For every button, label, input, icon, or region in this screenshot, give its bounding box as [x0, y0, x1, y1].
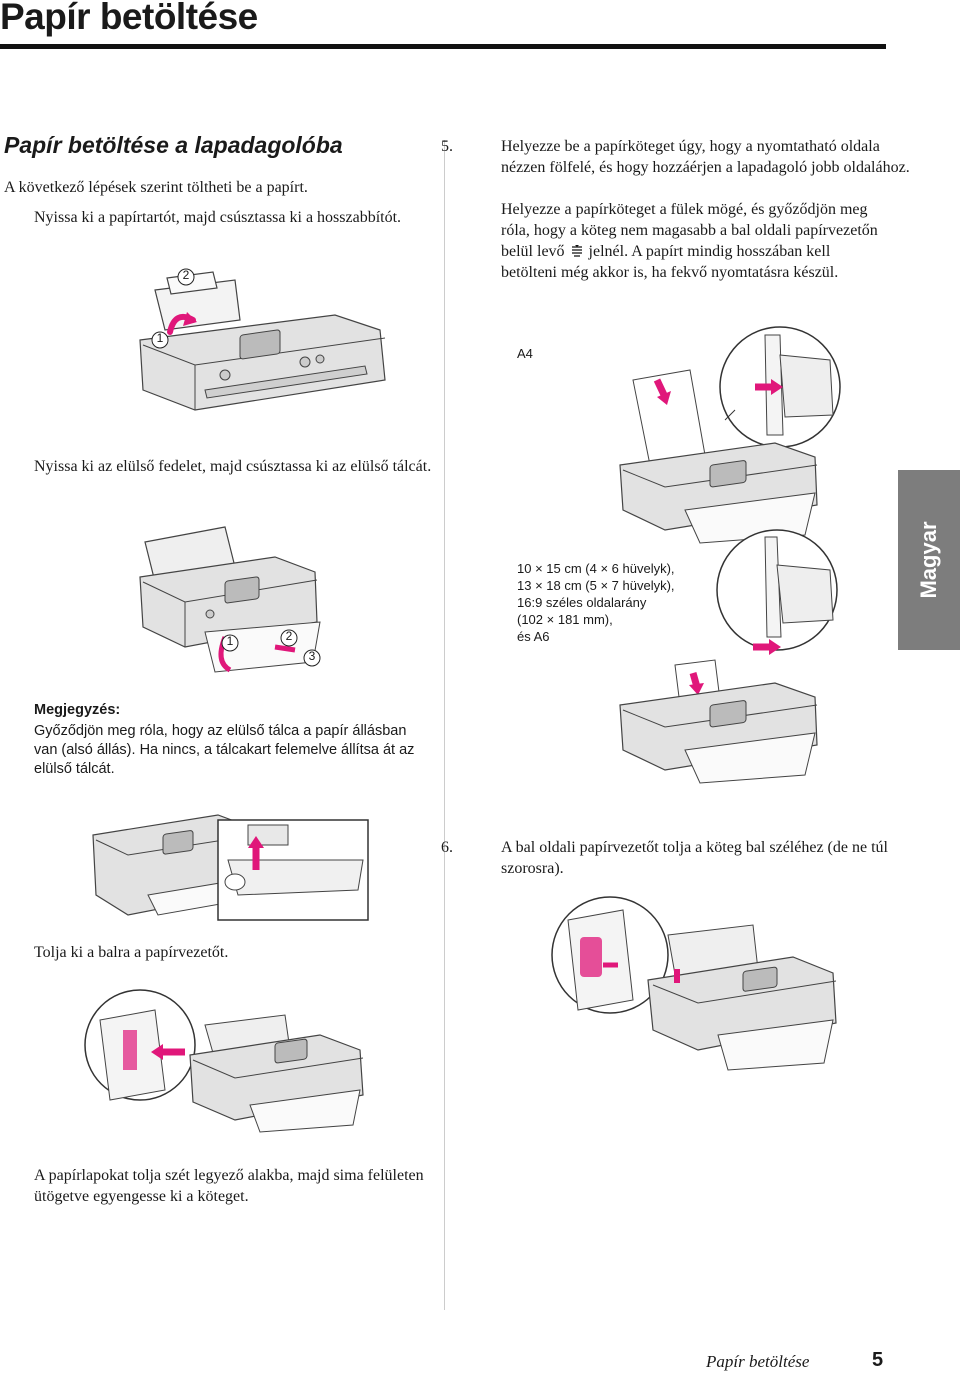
size-line-4: (102 × 181 mm),	[517, 612, 613, 627]
step-1-text: Nyissa ki a papírtartót, majd csúsztassa…	[34, 209, 402, 226]
note-text: Győződjön meg róla, hogy az elülső tálca…	[34, 723, 415, 777]
step-4-number: 4.	[4, 1165, 34, 1186]
intro-text: A következő lépések szerint töltheti be …	[4, 179, 308, 196]
step-1-number: 1.	[4, 207, 34, 228]
step-3-number: 3.	[4, 942, 34, 963]
step-5-number: 5.	[441, 138, 453, 155]
language-side-tab: Magyar	[898, 470, 960, 650]
step-5-detail-a: Helyezze a papírköteget a fülek mögé, és…	[501, 201, 878, 260]
figure-front-tray-lever	[92, 814, 369, 921]
footer-section-label: Papír betöltése	[706, 1352, 810, 1371]
callout-1-fig2	[221, 634, 239, 652]
step-1: 1.Nyissa ki a papírtartót, majd csúsztas…	[4, 207, 404, 228]
size-line-3: 16:9 széles oldalarány	[517, 595, 647, 610]
language-side-tab-label: Magyar	[916, 521, 941, 599]
step-4: 4.A papírlapokat tolja szét legyező alak…	[4, 1165, 444, 1207]
column-divider	[444, 140, 445, 1310]
step-4-text: A papírlapokat tolja szét legyező alakba…	[34, 1167, 424, 1205]
step-2-text: Nyissa ki az elülső fedelet, majd csúszt…	[34, 458, 432, 475]
note-heading: Megjegyzés:	[34, 702, 121, 718]
paper-stack-mark-icon	[571, 245, 582, 257]
callout-3-fig2-label: 3	[308, 649, 316, 663]
footer-page-number: 5	[872, 1349, 884, 1371]
section-heading: Papír betöltése a lapadagolóba	[4, 132, 343, 158]
step-6-text: A bal oldali papírvezetőt tolja a köteg …	[501, 839, 888, 877]
size-line-1: 10 × 15 cm (4 × 6 hüvelyk),	[517, 561, 675, 576]
step-6-number: 6.	[441, 839, 453, 856]
figure-edge-guide-left	[84, 989, 364, 1133]
step-5: 5. Helyezze be a papírköteget úgy, hogy a…	[441, 136, 911, 178]
figure-load-small-paper	[619, 529, 838, 784]
callout-2-fig1	[177, 268, 195, 286]
callout-3-fig2	[303, 649, 321, 667]
a4-label: A4	[517, 346, 533, 361]
page-title: Papír betöltése	[0, 0, 258, 37]
size-line-5: és A6	[517, 629, 550, 644]
step-5-detail: Helyezze a papírköteget a fülek mögé, és…	[501, 199, 881, 283]
callout-2-fig2	[280, 629, 298, 647]
callout-1-fig2-label: 1	[226, 634, 234, 648]
step-5-text: Helyezze be a papírköteget úgy, hogy a n…	[501, 138, 910, 176]
figure-open-front-tray	[139, 526, 321, 673]
figure-load-a4	[619, 326, 841, 544]
step-2-number: 2.	[4, 456, 34, 477]
title-rule	[0, 44, 886, 49]
step-3-text: Tolja ki a balra a papírvezetőt.	[34, 944, 229, 961]
step-3: 3.Tolja ki a balra a papírvezetőt.	[4, 942, 434, 963]
callout-1-fig1	[151, 331, 169, 349]
step-2: 2.Nyissa ki az elülső fedelet, majd csús…	[4, 456, 434, 477]
callout-2-label: 2	[182, 268, 190, 282]
step-6: 6. A bal oldali papírvezetőt tolja a köte…	[441, 837, 921, 879]
step-5-detail-b: jelnél. A papírt mindig hosszában kell b…	[501, 243, 839, 281]
figure-edge-guide-to-stack	[551, 896, 837, 1071]
size-line-2: 13 × 18 cm (5 × 7 hüvelyk),	[517, 578, 675, 593]
figure-open-paper-support	[139, 271, 386, 411]
callout-1-label: 1	[156, 331, 164, 345]
callout-2-fig2-label: 2	[285, 629, 293, 643]
